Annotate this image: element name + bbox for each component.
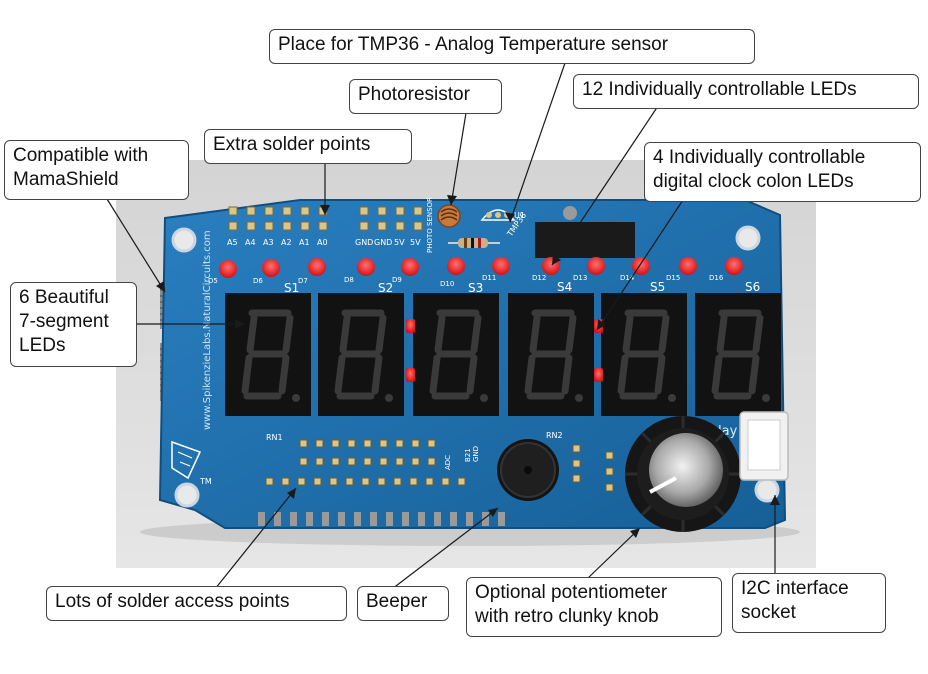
svg-text:D7: D7: [298, 277, 308, 285]
rn1-label: RN1: [266, 433, 283, 442]
led-d9: [401, 258, 419, 276]
leader-lines: [106, 62, 776, 590]
svg-text:D14: D14: [620, 274, 635, 282]
logo-mark: [171, 440, 202, 480]
dc-jack: [535, 206, 635, 258]
svg-text:A4: A4: [245, 238, 256, 247]
tm-label: TM: [199, 477, 212, 486]
power-solder-pads: [359, 206, 423, 231]
gnd-label: GND: [472, 446, 480, 462]
seven-segment-displays: [225, 293, 781, 416]
svg-text:D5: D5: [208, 277, 218, 285]
led-d16: [725, 257, 743, 275]
svg-text:PHOTO SENSOR: PHOTO SENSOR: [426, 197, 434, 253]
digit-s4: [508, 293, 594, 416]
beeper: [497, 439, 559, 501]
callout-photoresistor: Photoresistor: [349, 79, 502, 114]
b21-label: B21: [464, 448, 472, 462]
colon-leds: [406, 319, 603, 382]
adc-label: ADC: [444, 455, 452, 470]
svg-text:A2: A2: [281, 238, 292, 247]
rn2-pads: [572, 444, 614, 492]
callout-mamashield: Compatible with MamaShield: [4, 140, 189, 200]
digit-s6: [695, 293, 781, 416]
svg-text:D10: D10: [440, 280, 454, 288]
callout-tmp36: Place for TMP36 - Analog Temperature sen…: [269, 29, 755, 64]
digit-s5: [601, 293, 687, 416]
solder-access-grid: [265, 457, 466, 486]
digit-s3: [413, 293, 499, 416]
led-d13: [587, 257, 605, 275]
led-d5: [219, 260, 237, 278]
svg-text:S2: S2: [378, 281, 393, 295]
potentiometer-knob: [625, 416, 741, 532]
led-d15: [679, 257, 697, 275]
svg-text:S6: S6: [745, 280, 760, 294]
led-d7: [308, 258, 326, 276]
digit-labels: S1 S2 S3 S4 S5 S6: [284, 280, 760, 295]
callout-7-segment: 6 Beautiful 7-segment LEDs: [10, 282, 137, 367]
rn2-label: RN2: [546, 431, 563, 440]
svg-text:D11: D11: [482, 274, 496, 282]
leader-arrows: [156, 195, 780, 538]
svg-text:D9: D9: [392, 276, 402, 284]
svg-text:GND: GND: [355, 238, 373, 247]
svg-text:5V: 5V: [410, 238, 421, 247]
rn1-pads: [299, 439, 436, 448]
analog-pin-labels: A5 A4 A3 A2 A1 A0: [227, 238, 328, 247]
callout-12-leds: 12 Individually controllable LEDs: [573, 74, 919, 109]
digit-s2: [318, 293, 404, 416]
i2c-socket: [739, 411, 789, 481]
callout-extra-solder-points: Extra solder points: [204, 129, 412, 164]
callout-colon-leds: 4 Individually controllable digital cloc…: [644, 142, 921, 202]
svg-text:D13: D13: [573, 274, 587, 282]
callout-solder-access: Lots of solder access points: [46, 586, 347, 621]
svg-text:D12: D12: [532, 274, 546, 282]
side-url-text: www.SpikenzieLabs.NaturalCircuits.com: [202, 230, 213, 430]
led-d10: [447, 257, 465, 275]
svg-text:S5: S5: [650, 280, 665, 294]
led-labels: D5 D6 D7 D8 D9 D10 D11 D12 D13 D14 D15 D…: [208, 274, 724, 288]
svg-text:5V: 5V: [394, 238, 405, 247]
svg-text:A5: A5: [227, 238, 238, 247]
resistor: [448, 238, 500, 248]
photoresistor: PHOTO SENSOR: [426, 197, 461, 253]
callout-i2c: I2C interface socket: [732, 573, 886, 633]
svg-text:S1: S1: [284, 281, 299, 295]
svg-text:A0: A0: [317, 238, 328, 247]
svg-text:D16: D16: [709, 274, 724, 282]
svg-text:D6: D6: [253, 277, 263, 285]
svg-text:D8: D8: [344, 276, 354, 284]
bottom-header-pins: [258, 512, 505, 526]
svg-text:S4: S4: [557, 280, 572, 294]
svg-text:A3: A3: [263, 238, 274, 247]
led-d11: [492, 257, 510, 275]
svg-text:S3: S3: [468, 281, 483, 295]
led-d8: [357, 258, 375, 276]
svg-text:GND: GND: [374, 238, 392, 247]
led-row: [219, 257, 743, 278]
svg-text:A1: A1: [299, 238, 310, 247]
svg-text:D15: D15: [666, 274, 680, 282]
callout-beeper: Beeper: [357, 586, 449, 621]
digit-s1: [225, 293, 311, 416]
callout-potentiometer: Optional potentiometer with retro clunky…: [466, 577, 722, 637]
svg-text:U1: U1: [514, 211, 525, 220]
led-d6: [262, 259, 280, 277]
power-pin-labels: GND GND 5V 5V: [355, 238, 421, 247]
